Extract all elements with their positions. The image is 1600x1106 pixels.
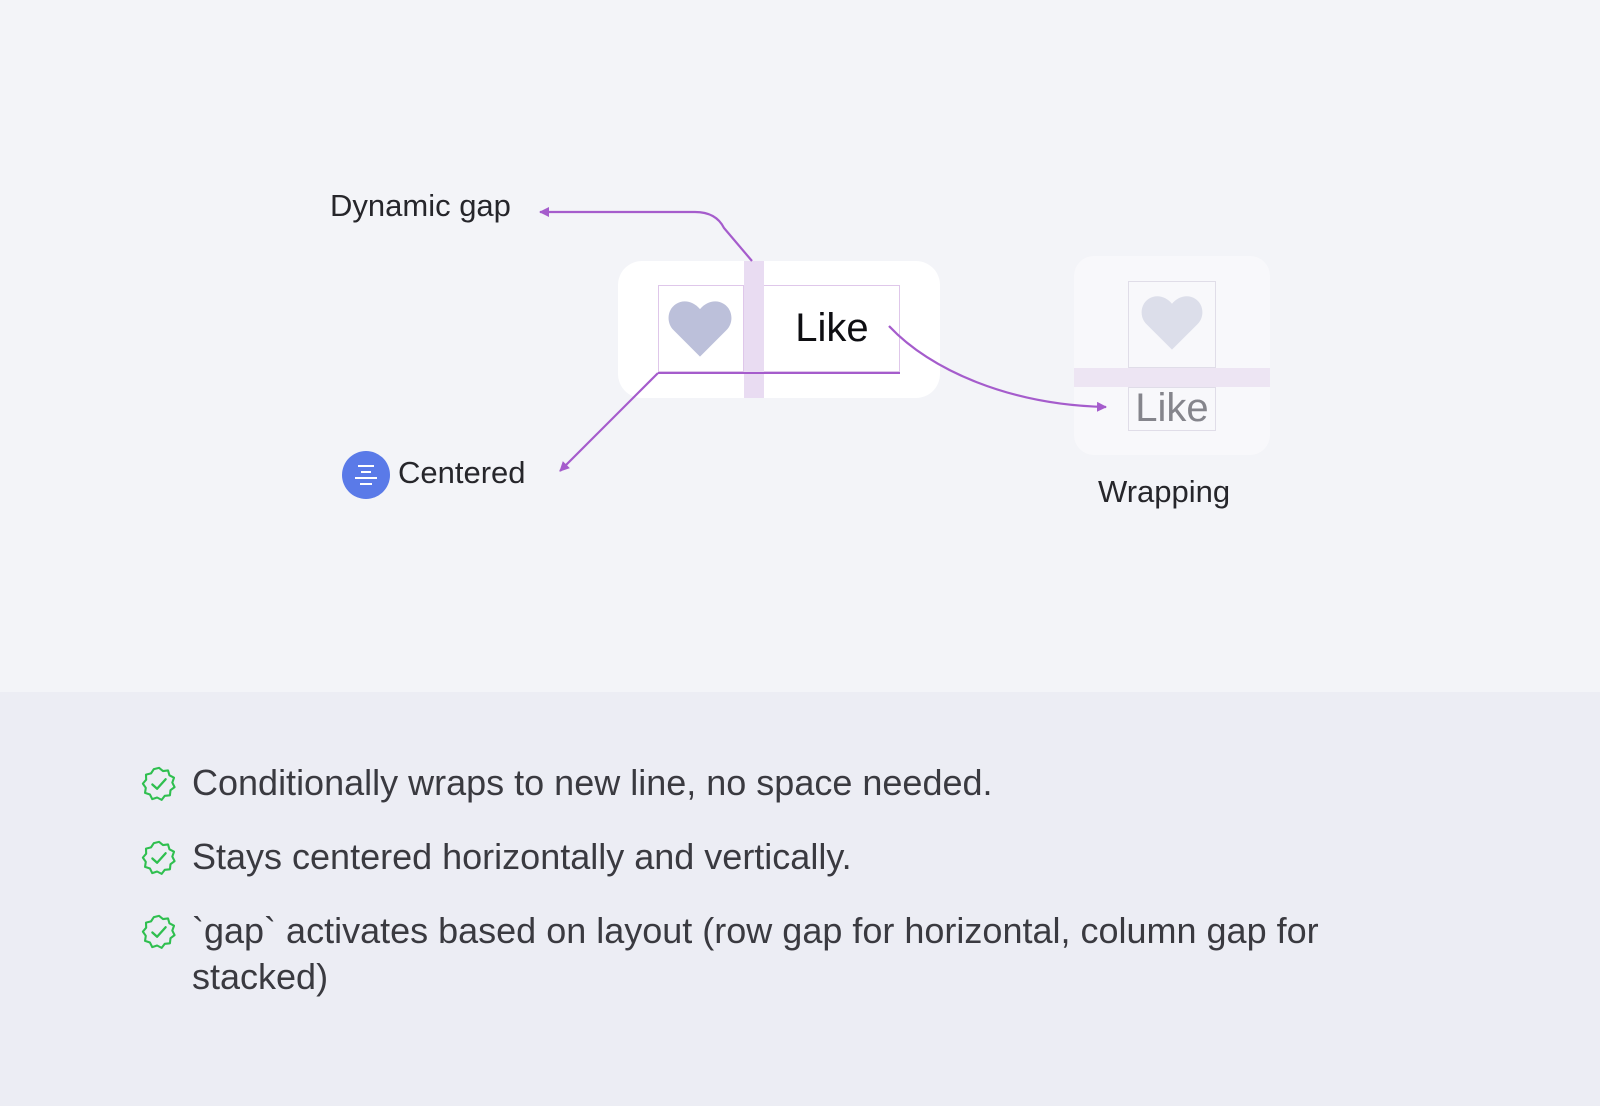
feature-text: Conditionally wraps to new line, no spac…	[192, 762, 993, 803]
check-badge-icon	[141, 766, 176, 801]
align-center-icon	[342, 451, 390, 499]
check-badge-icon	[141, 914, 176, 949]
wrapped-heart-slot	[1128, 281, 1216, 368]
heart-icon	[668, 301, 732, 357]
feature-text: Stays centered horizontally and vertical…	[192, 836, 852, 877]
like-button-wrapped	[1074, 256, 1270, 455]
list-item: Stays centered horizontally and vertical…	[140, 834, 1460, 880]
wrapping-label: Wrapping	[1098, 474, 1231, 509]
wrapped-text-slot	[1128, 387, 1216, 431]
heart-slot	[658, 285, 744, 372]
feature-list: Conditionally wraps to new line, no spac…	[140, 760, 1460, 1028]
like-text: Like	[795, 306, 869, 350]
feature-text: `gap` activates based on layout (row gap…	[192, 910, 1319, 997]
like-button-horizontal	[618, 261, 940, 398]
row-gap-indicator	[1074, 368, 1270, 387]
features-panel	[0, 692, 1600, 1106]
dynamic-gap-label: Dynamic gap	[330, 188, 511, 223]
centered-label: Centered	[398, 455, 526, 490]
list-item: `gap` activates based on layout (row gap…	[140, 908, 1460, 1000]
check-badge-icon	[141, 840, 176, 875]
list-item: Conditionally wraps to new line, no spac…	[140, 760, 1460, 806]
heart-icon	[1141, 296, 1203, 350]
wrapped-like-text: Like	[1135, 385, 1209, 430]
column-gap-indicator	[744, 261, 764, 398]
